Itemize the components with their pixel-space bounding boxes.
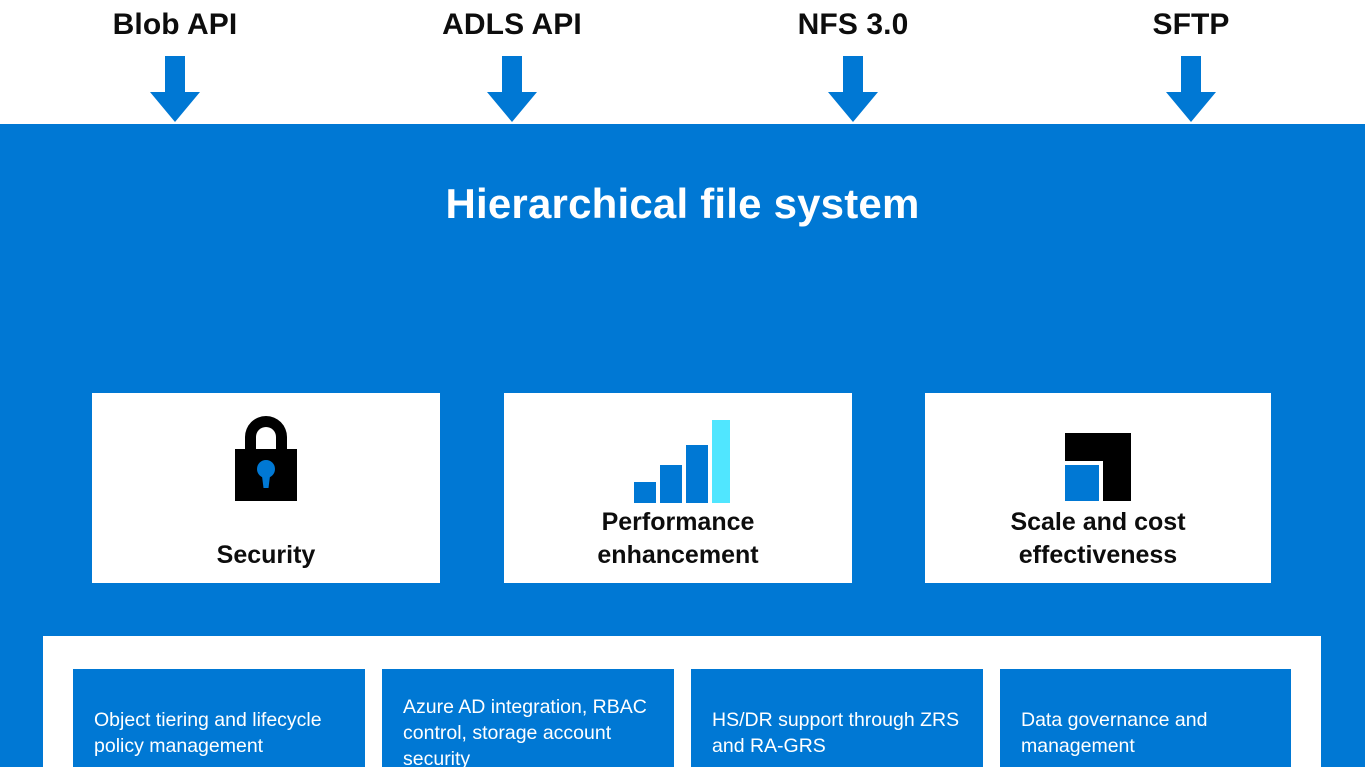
down-arrow-icon: [1158, 56, 1224, 124]
api-label-sftp: SFTP: [1152, 8, 1230, 41]
capability-text: Data governance and management: [1021, 708, 1208, 757]
scale-blocks-icon: [925, 407, 1271, 503]
page-title: Hierarchical file system: [445, 180, 920, 227]
api-label-adls: ADLS API: [442, 8, 582, 41]
feature-label-performance: Performance enhancement: [597, 507, 759, 570]
capability-text: Object tiering and lifecycle policy mana…: [94, 708, 322, 757]
bar-3: [686, 445, 708, 503]
bar-1: [634, 482, 656, 503]
api-label-nfs: NFS 3.0: [797, 8, 909, 41]
down-arrow-icon: [479, 56, 545, 124]
api-entry-sftp: SFTP: [1071, 0, 1311, 124]
down-arrow-icon: [142, 56, 208, 124]
capability-text: Azure AD integration, RBAC control, stor…: [403, 695, 647, 767]
api-band: Blob API ADLS API NFS 3.0: [0, 0, 1365, 124]
api-entry-adls: ADLS API: [392, 0, 632, 124]
capabilities-container: Object tiering and lifecycle policy mana…: [43, 636, 1321, 767]
feature-card-scale[interactable]: Scale and cost effectiveness: [925, 393, 1271, 583]
api-entry-blob: Blob API: [55, 0, 295, 124]
feature-card-performance[interactable]: Performance enhancement: [504, 393, 852, 583]
capability-box-object-tiering[interactable]: Object tiering and lifecycle policy mana…: [73, 669, 365, 767]
feature-label-security: Security: [216, 541, 316, 570]
hierarchical-file-system-panel: Hierarchical file system Security: [0, 124, 1365, 767]
bar-4: [712, 420, 730, 503]
padlock-icon: [92, 407, 440, 503]
feature-label-scale: Scale and cost effectiveness: [1010, 507, 1186, 570]
api-label-blob: Blob API: [112, 8, 238, 41]
bar-2: [660, 465, 682, 503]
api-entry-nfs: NFS 3.0: [733, 0, 973, 124]
bar-chart-icon: [504, 407, 852, 503]
down-arrow-icon: [820, 56, 886, 124]
capability-text: HS/DR support through ZRS and RA-GRS: [712, 708, 960, 757]
capability-box-hs-dr[interactable]: HS/DR support through ZRS and RA-GRS: [691, 669, 983, 767]
capability-box-azure-ad[interactable]: Azure AD integration, RBAC control, stor…: [382, 669, 674, 767]
capability-box-data-governance[interactable]: Data governance and management: [1000, 669, 1291, 767]
feature-card-security[interactable]: Security: [92, 393, 440, 583]
